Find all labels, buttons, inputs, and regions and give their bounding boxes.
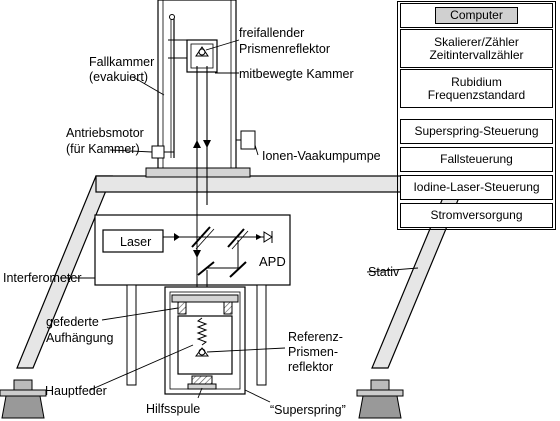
- superspring-housing: [164, 286, 246, 395]
- rack-superspring-control: Superspring-Steuerung: [400, 119, 553, 144]
- freefall-reflector-label-1: freifallender: [239, 26, 304, 40]
- rack-rubidium-label-1: Rubidium: [451, 74, 502, 89]
- rack-power-supply: Stromversorgung: [400, 203, 553, 228]
- reference-reflector-label-2: Prismen-: [288, 345, 338, 359]
- drop-chamber-label-1: Fallkammer: [89, 55, 154, 69]
- laser-source: [102, 229, 164, 253]
- main-spring-label: Hauptfeder: [45, 384, 107, 398]
- leader-lines: [60, 39, 419, 403]
- drive-motor-label-1: Antriebsmotor: [66, 126, 144, 140]
- laser-beam-vertical: [193, 66, 211, 210]
- rack-counter: Skalierer/Zähler Zeitintervallzähler: [400, 29, 553, 68]
- stand-label: Stativ: [368, 265, 400, 279]
- electronics-rack: [397, 1, 556, 230]
- rack-iodine-laser-control: Iodine-Laser-Steuerung: [400, 175, 553, 200]
- rack-counter-label-1: Skalierer/Zähler: [434, 34, 519, 49]
- superspring-label: “Superspring”: [270, 403, 346, 417]
- rack-drop-control-label: Fallsteuerung: [440, 152, 513, 166]
- support-posts: [126, 284, 267, 386]
- rack-rubidium: Rubidium Frequenzstandard: [400, 69, 553, 108]
- ion-pump: [236, 130, 256, 150]
- drive-motor-label-2: (für Kammer): [66, 142, 140, 156]
- rack-drop-control: Fallsteuerung: [400, 147, 553, 172]
- rack-iodine-laser-control-label: Iodine-Laser-Steuerung: [413, 180, 540, 194]
- sprung-suspension-label-2: Aufhängung: [46, 331, 113, 345]
- tripod-foot-left: [0, 379, 47, 419]
- rack-rubidium-label-2: Frequenzstandard: [427, 87, 526, 102]
- tripod-foot-right: [356, 379, 404, 419]
- co-moving-chamber-label: mitbewegte Kammer: [239, 67, 354, 81]
- freefall-reflector-label-2: Prismenreflektor: [239, 42, 330, 56]
- co-moving-chamber: [186, 39, 218, 73]
- rack-power-supply-label: Stromversorgung: [430, 208, 523, 222]
- apd-label: APD: [259, 254, 286, 269]
- drive-rod: [168, 14, 202, 158]
- drop-chamber-label-2: (evakuiert): [89, 70, 148, 84]
- laser-label: Laser: [120, 235, 151, 249]
- reference-reflector-label-1: Referenz-: [288, 330, 343, 344]
- rack-counter-label-2: Zeitintervallzähler: [429, 47, 524, 62]
- drive-motor: [151, 145, 174, 159]
- sprung-suspension-label-1: gefederte: [46, 315, 99, 329]
- rack-superspring-control-label: Superspring-Steuerung: [414, 124, 539, 138]
- auxiliary-coil-label: Hilfsspule: [146, 402, 200, 416]
- rack-computer-label: Computer: [435, 7, 518, 24]
- interferometer-label: Interferometer: [3, 271, 82, 285]
- reference-reflector-label-3: reflektor: [288, 360, 333, 374]
- ion-pump-label: Ionen-Vaakumpumpe: [262, 149, 381, 163]
- rack-computer: Computer: [400, 3, 553, 28]
